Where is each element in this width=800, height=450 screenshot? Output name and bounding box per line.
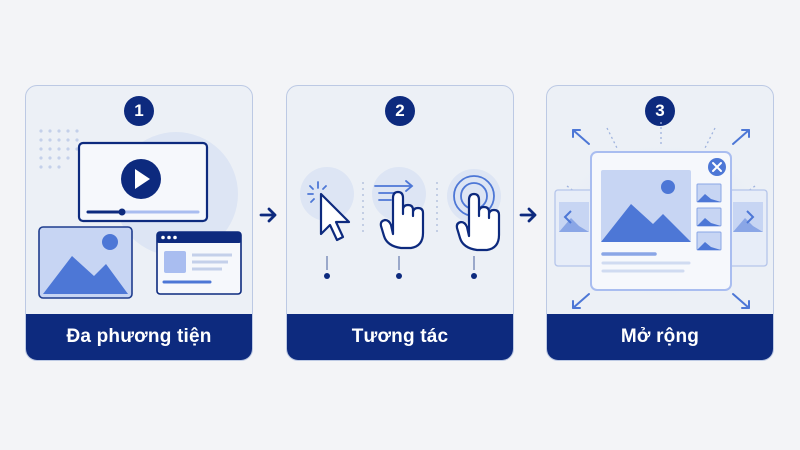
swipe-hand-icon [374, 180, 425, 250]
step-number-badge: 2 [385, 96, 415, 126]
video-player-icon [77, 141, 209, 223]
browser-window-icon [156, 231, 242, 295]
step-card-multimedia: 1 [25, 85, 253, 361]
interaction-icon [300, 167, 501, 279]
step-number-badge: 1 [124, 96, 154, 126]
tap-hand-icon [453, 175, 501, 252]
close-icon [708, 158, 726, 176]
expand-icon [551, 122, 771, 309]
expand-arrows-icon [572, 129, 750, 309]
step-number-badge: 3 [645, 96, 675, 126]
carousel-card-left [554, 189, 594, 267]
multimedia-icon [38, 129, 242, 299]
step-label: Đa phương tiện [26, 314, 252, 360]
carousel-card-right [728, 189, 768, 267]
step-label: Tương tác [287, 314, 513, 360]
step-card-interaction: 2 [286, 85, 514, 361]
arrow-right-icon [519, 207, 537, 223]
cursor-arrow-icon [307, 181, 351, 242]
image-card-icon [38, 226, 133, 299]
step-card-expand: 3 [546, 85, 774, 361]
arrow-right-icon [259, 207, 277, 223]
step-label: Mở rộng [547, 314, 773, 360]
lightbox-modal [590, 151, 732, 291]
